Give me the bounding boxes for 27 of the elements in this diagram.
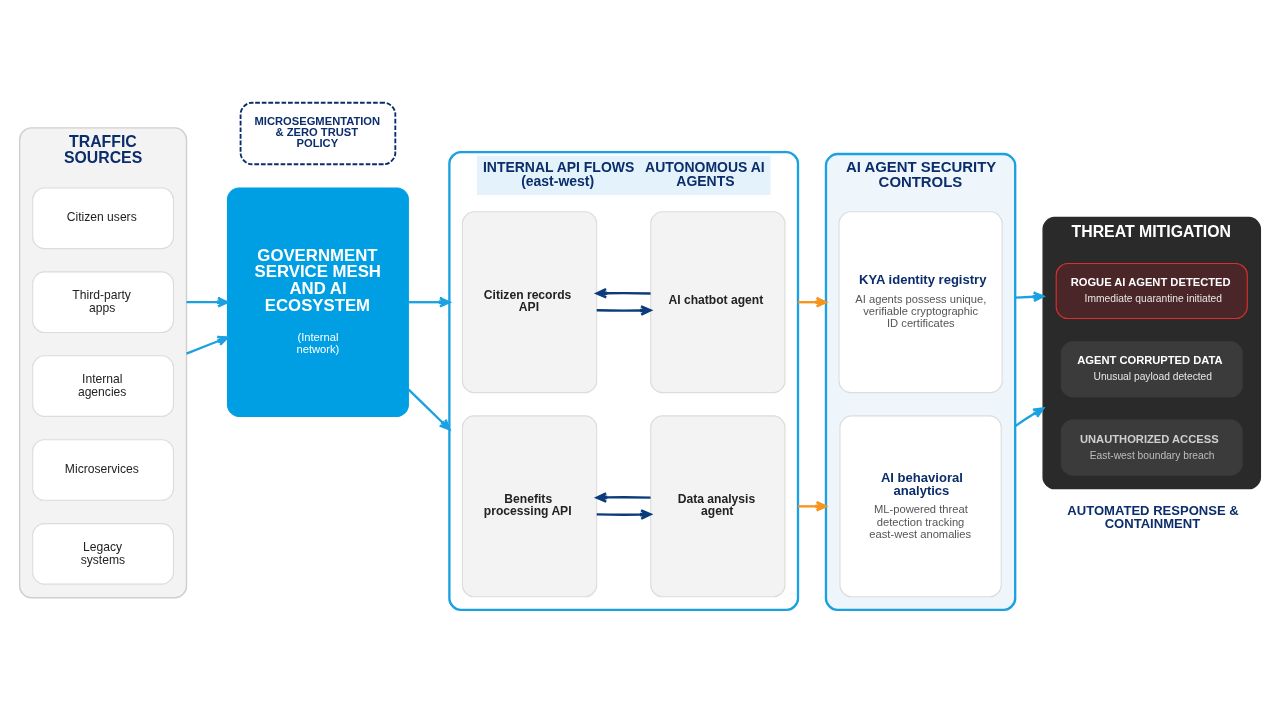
node-box: Benefits processing API — [461, 415, 598, 598]
arrow — [798, 296, 828, 308]
arrow — [408, 296, 451, 308]
node-box: MICROSEGMENTATION & ZERO TRUST POLICY — [239, 101, 397, 166]
node-box: GOVERNMENT SERVICE MESH AND AI ECOSYSTEM (Internal network) — [226, 187, 409, 417]
arrow — [596, 509, 652, 520]
node-box: Internal agencies — [32, 355, 174, 417]
node-box: AI chatbot agent — [650, 211, 786, 394]
node-box: Citizen records API — [461, 211, 598, 394]
node-box: Data analysis agent — [650, 415, 786, 598]
label: AUTOMATED RESPONSE & CONTAINMENT — [1067, 502, 1239, 531]
arrow — [798, 501, 828, 512]
node-box: KYA identity registry AI agents possess unique, verifiable cryptographic ID certificates — [838, 211, 1003, 394]
arrow — [595, 287, 651, 299]
node-box: Citizen users — [32, 187, 174, 250]
arrow — [595, 492, 651, 503]
node-box: ROGUE AI AGENT DETECTED Immediate quarantine initiated — [1055, 262, 1248, 320]
arrow — [596, 305, 652, 316]
node-box: Microservices — [32, 439, 174, 501]
arrow — [1014, 407, 1045, 428]
node-box: Legacy systems — [32, 523, 174, 585]
node-box: Third-party apps — [32, 271, 174, 334]
node-box: AI behavioral analytics ML-powered threat detection tracking east-west anomalies — [839, 415, 1002, 598]
arrow — [186, 296, 229, 308]
arrow — [186, 335, 229, 355]
arrow — [407, 388, 451, 431]
arrow — [1015, 291, 1045, 303]
